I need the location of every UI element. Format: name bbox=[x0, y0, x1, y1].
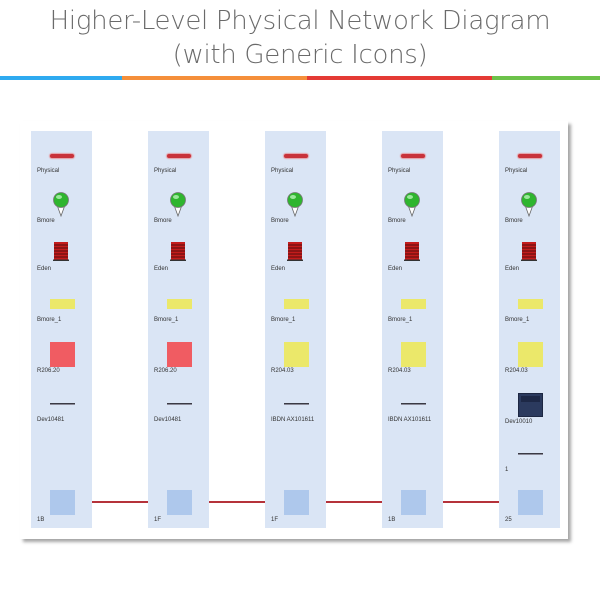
port-icon[interactable] bbox=[518, 490, 543, 515]
rule-segment-blue bbox=[0, 76, 122, 80]
port-icon[interactable] bbox=[50, 490, 75, 515]
port-label: 1F bbox=[271, 517, 279, 523]
building-icon[interactable] bbox=[53, 241, 69, 261]
physical-label: Physical bbox=[154, 168, 177, 174]
zone-icon[interactable] bbox=[518, 299, 543, 309]
location-pin-icon[interactable] bbox=[168, 191, 188, 217]
building-label: Eden bbox=[154, 266, 169, 272]
location-label: Bmore bbox=[388, 218, 406, 224]
room-icon[interactable] bbox=[284, 342, 309, 367]
port-icon[interactable] bbox=[167, 490, 192, 515]
room-label: R204.03 bbox=[505, 368, 528, 374]
physical-layer-icon[interactable] bbox=[50, 154, 74, 158]
path-column-5: Physical Bmore Eden Bmore_1 R204.03 Dev1… bbox=[499, 131, 560, 528]
room-icon[interactable] bbox=[167, 342, 192, 367]
patch-cable-icon[interactable] bbox=[518, 453, 543, 455]
patch-cable-icon[interactable] bbox=[401, 403, 426, 405]
physical-layer-icon[interactable] bbox=[401, 154, 425, 158]
diagram-subtitle: (with Generic Icons) bbox=[172, 40, 428, 70]
port-icon[interactable] bbox=[284, 490, 309, 515]
building-label: Eden bbox=[505, 266, 520, 272]
room-label: R204.03 bbox=[271, 368, 294, 374]
path-column-1: Physical Bmore Eden Bmore_1 R206.20 Dev1… bbox=[31, 131, 92, 528]
room-icon[interactable] bbox=[518, 342, 543, 367]
port-label: 1B bbox=[37, 517, 45, 523]
location-pin-icon[interactable] bbox=[402, 191, 422, 217]
building-icon[interactable] bbox=[287, 241, 303, 261]
location-label: Bmore bbox=[37, 218, 55, 224]
port-label: 1F bbox=[154, 517, 162, 523]
zone-icon[interactable] bbox=[50, 299, 75, 309]
room-label: R204.03 bbox=[388, 368, 411, 374]
rule-segment-green bbox=[492, 76, 600, 80]
zone-label: Bmore_1 bbox=[388, 317, 413, 323]
location-label: Bmore bbox=[154, 218, 172, 224]
zone-icon[interactable] bbox=[284, 299, 309, 309]
slot-label: 1 bbox=[505, 467, 509, 473]
zone-label: Bmore_1 bbox=[154, 317, 179, 323]
patch-cable-icon[interactable] bbox=[167, 403, 192, 405]
building-icon[interactable] bbox=[404, 241, 420, 261]
building-label: Eden bbox=[271, 266, 286, 272]
room-icon[interactable] bbox=[50, 342, 75, 367]
patch-cable-icon[interactable] bbox=[284, 403, 309, 405]
room-label: R206.20 bbox=[37, 368, 60, 374]
device-label: Dev10481 bbox=[154, 417, 182, 423]
room-label: R206.20 bbox=[154, 368, 177, 374]
building-label: Eden bbox=[388, 266, 403, 272]
physical-layer-icon[interactable] bbox=[284, 154, 308, 158]
physical-label: Physical bbox=[271, 168, 294, 174]
building-label: Eden bbox=[37, 266, 52, 272]
diagram-title: Higher-Level Physical Network Diagram bbox=[49, 6, 551, 36]
path-column-3: Physical Bmore Eden Bmore_1 R204.03 IBDN… bbox=[265, 131, 326, 528]
device-label: IBDN AX101611 bbox=[388, 417, 432, 423]
patch-cable-icon[interactable] bbox=[50, 403, 75, 405]
location-pin-icon[interactable] bbox=[51, 191, 71, 217]
location-pin-icon[interactable] bbox=[285, 191, 305, 217]
zone-icon[interactable] bbox=[167, 299, 192, 309]
title-color-rule bbox=[0, 76, 600, 80]
device-label: Dev10010 bbox=[505, 419, 533, 425]
port-label: 25 bbox=[505, 517, 512, 523]
rule-segment-red bbox=[307, 76, 492, 80]
room-icon[interactable] bbox=[401, 342, 426, 367]
physical-label: Physical bbox=[37, 168, 60, 174]
physical-label: Physical bbox=[505, 168, 528, 174]
path-column-4: Physical Bmore Eden Bmore_1 R204.03 IBDN… bbox=[382, 131, 443, 528]
switch-chassis-icon[interactable] bbox=[518, 393, 543, 417]
zone-label: Bmore_1 bbox=[505, 317, 530, 323]
zone-label: Bmore_1 bbox=[271, 317, 296, 323]
physical-layer-icon[interactable] bbox=[167, 154, 191, 158]
zone-label: Bmore_1 bbox=[37, 317, 62, 323]
path-column-2: Physical Bmore Eden Bmore_1 R206.20 Dev1… bbox=[148, 131, 209, 528]
building-icon[interactable] bbox=[170, 241, 186, 261]
location-pin-icon[interactable] bbox=[519, 191, 539, 217]
building-icon[interactable] bbox=[521, 241, 537, 261]
device-label: Dev10481 bbox=[37, 417, 65, 423]
rule-segment-orange bbox=[122, 76, 307, 80]
location-label: Bmore bbox=[271, 218, 289, 224]
physical-label: Physical bbox=[388, 168, 411, 174]
port-icon[interactable] bbox=[401, 490, 426, 515]
location-label: Bmore bbox=[505, 218, 523, 224]
physical-layer-icon[interactable] bbox=[518, 154, 542, 158]
port-label: 1B bbox=[388, 517, 396, 523]
zone-icon[interactable] bbox=[401, 299, 426, 309]
device-label: IBDN AX101611 bbox=[271, 417, 315, 423]
